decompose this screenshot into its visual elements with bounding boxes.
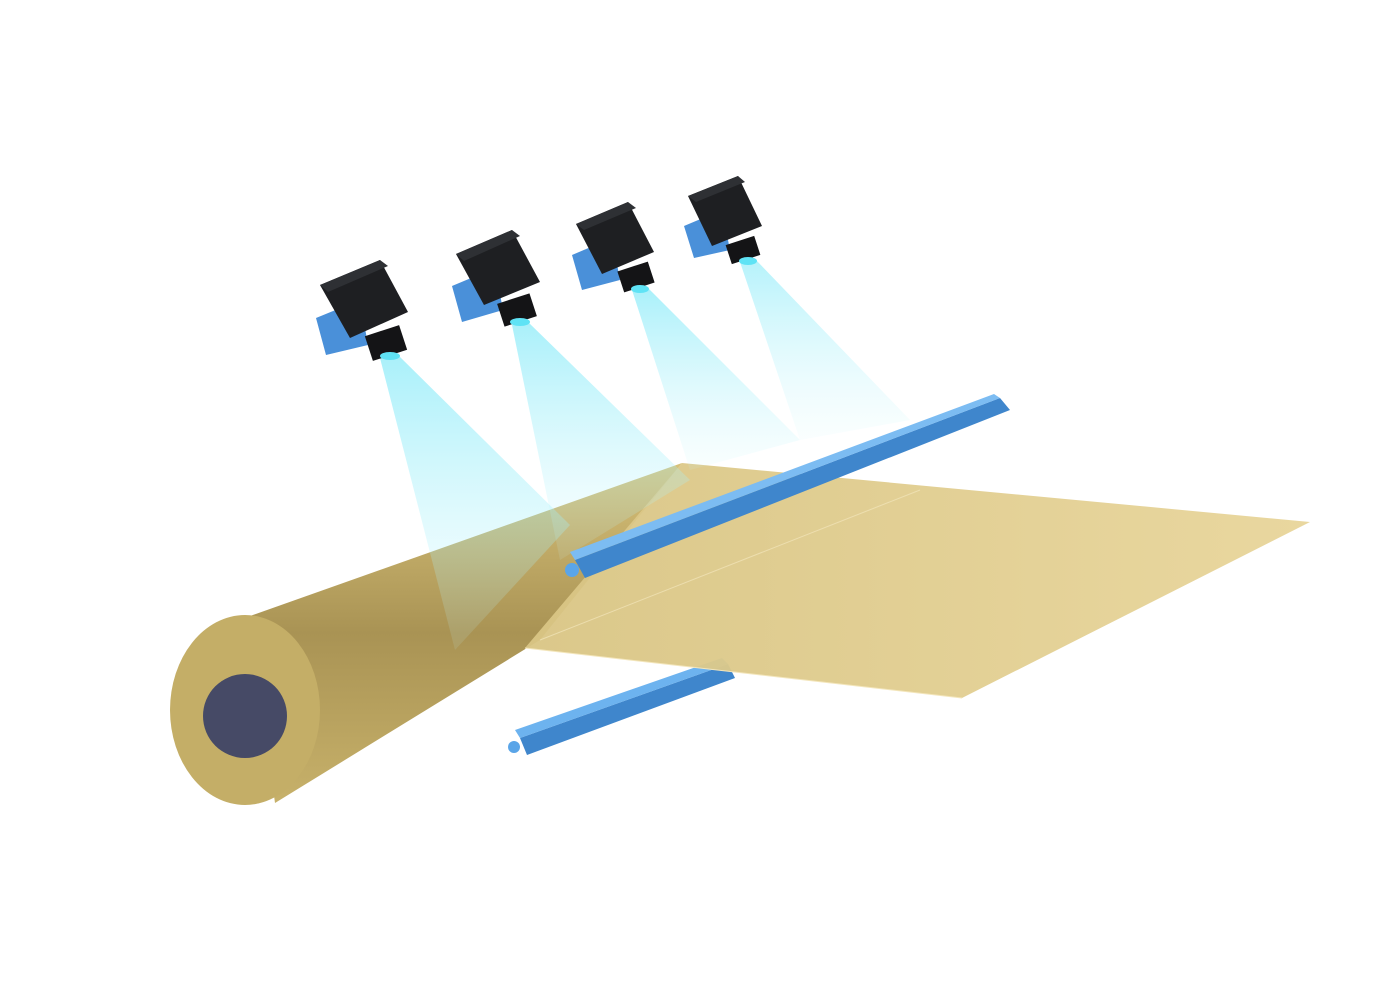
camera-2 [452, 230, 540, 327]
roll-core [203, 674, 287, 758]
light-beam-1 [380, 355, 570, 650]
light-beam-4 [740, 260, 910, 440]
camera-1 [316, 260, 408, 361]
lower-light-bar [508, 658, 735, 755]
light-beams [380, 260, 910, 650]
upper-light-bar [565, 394, 1010, 578]
light-beam-3 [632, 288, 800, 470]
light-beam-2 [512, 322, 690, 560]
camera-3 [572, 202, 655, 293]
camera-4 [684, 176, 762, 265]
